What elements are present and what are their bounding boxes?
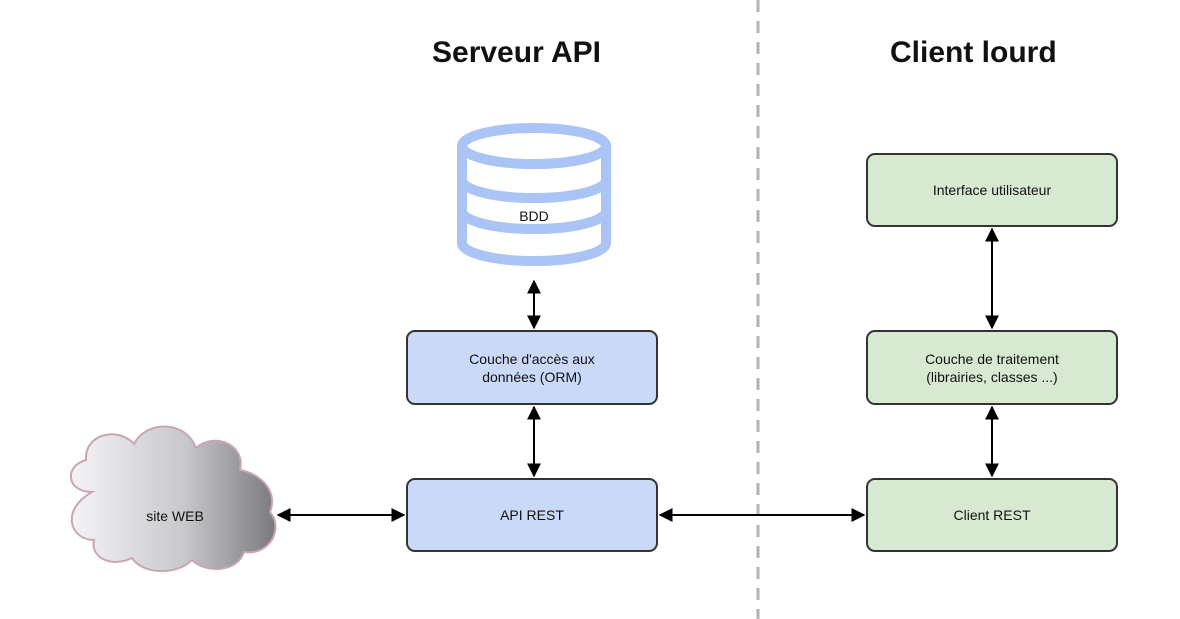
orm-layer-label: Couche d'accès aux données (ORM) (469, 350, 595, 385)
processing-layer-label: Couche de traitement (librairies, classe… (925, 350, 1059, 385)
api-rest-label: API REST (500, 507, 564, 523)
database-label: BDD (519, 208, 549, 224)
user-interface-label: Interface utilisateur (932, 182, 1052, 198)
client-rest-label: Client REST (953, 507, 1031, 523)
orm-layer-box: Couche d'accès aux données (ORM) (406, 330, 658, 405)
section-title-client: Client lourd (890, 36, 1057, 69)
cloud-icon (69, 425, 277, 573)
client-rest-box: Client REST (866, 478, 1118, 552)
database-icon (457, 123, 611, 266)
website-label: site WEB (146, 508, 204, 524)
processing-layer-box: Couche de traitement (librairies, classe… (866, 330, 1118, 405)
user-interface-box: Interface utilisateur (866, 153, 1118, 227)
api-rest-box: API REST (406, 478, 658, 552)
section-title-server: Serveur API (432, 36, 601, 69)
